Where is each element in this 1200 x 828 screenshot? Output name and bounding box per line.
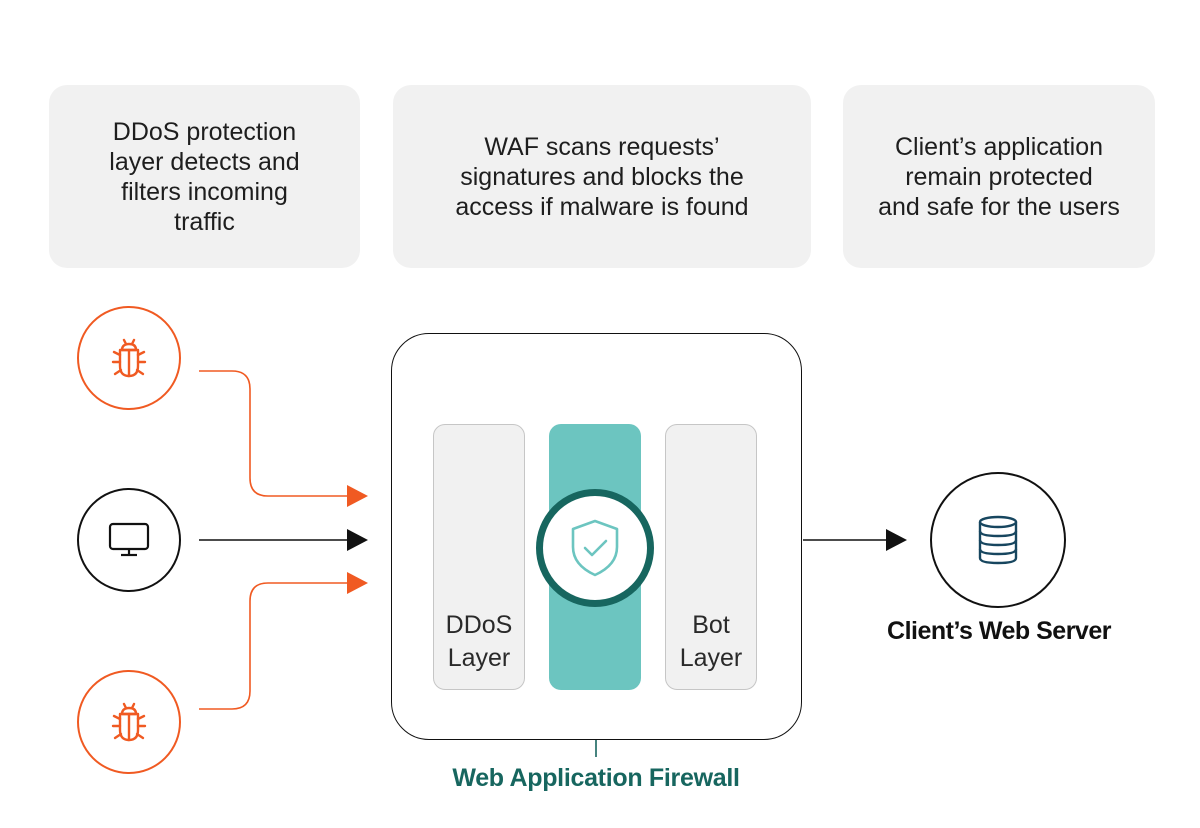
bot-layer: Bot Layer [665,424,757,690]
layer-label-line: DDoS [445,611,513,639]
protection-description-card: Client’s application remain protected an… [843,85,1155,268]
ddos-layer: DDoS Layer [433,424,525,690]
card-text-line: filters incoming [121,177,288,206]
ddos-layer-label: DDoS Layer [434,609,524,675]
threat-bottom-connector [199,582,350,710]
card-text-line: remain protected [905,162,1093,191]
threat-top-arrowhead [347,485,368,507]
waf-shield-badge [536,489,654,607]
card-text-line: signatures and blocks the [460,162,744,191]
database-icon [978,515,1018,565]
card-text-line: Client’s application [895,132,1103,161]
firewall-label: Web Application Firewall [452,764,740,792]
threat-source-bottom [77,670,181,774]
card-text-line: access if malware is found [455,192,749,221]
card-text-line: traffic [174,207,235,236]
threat-bottom-arrowhead [347,572,368,594]
ddos-description-card: DDoS protection layer detects and filter… [49,85,360,268]
card-text-line: layer detects and [109,147,300,176]
layer-label-line: Layer [679,644,743,672]
bug-icon [111,702,147,742]
card-text-line: DDoS protection [112,117,297,146]
server-label: Client’s Web Server [887,617,1111,645]
server-arrowhead [886,529,907,551]
shield-check-icon [571,519,619,577]
bug-icon [111,338,147,378]
threat-source-top [77,306,181,410]
legitimate-user [77,488,181,592]
waf-description-card: WAF scans requests’ signatures and block… [393,85,811,268]
bot-layer-label: Bot Layer [666,609,756,675]
user-arrowhead [347,529,368,551]
monitor-icon [108,522,150,557]
layer-label-line: Bot [692,611,730,639]
card-text-line: and safe for the users [878,192,1120,221]
layer-label-line: Layer [447,644,511,672]
threat-top-connector [199,370,350,497]
web-server [930,472,1066,608]
card-text-line: WAF scans requests’ [484,132,720,161]
